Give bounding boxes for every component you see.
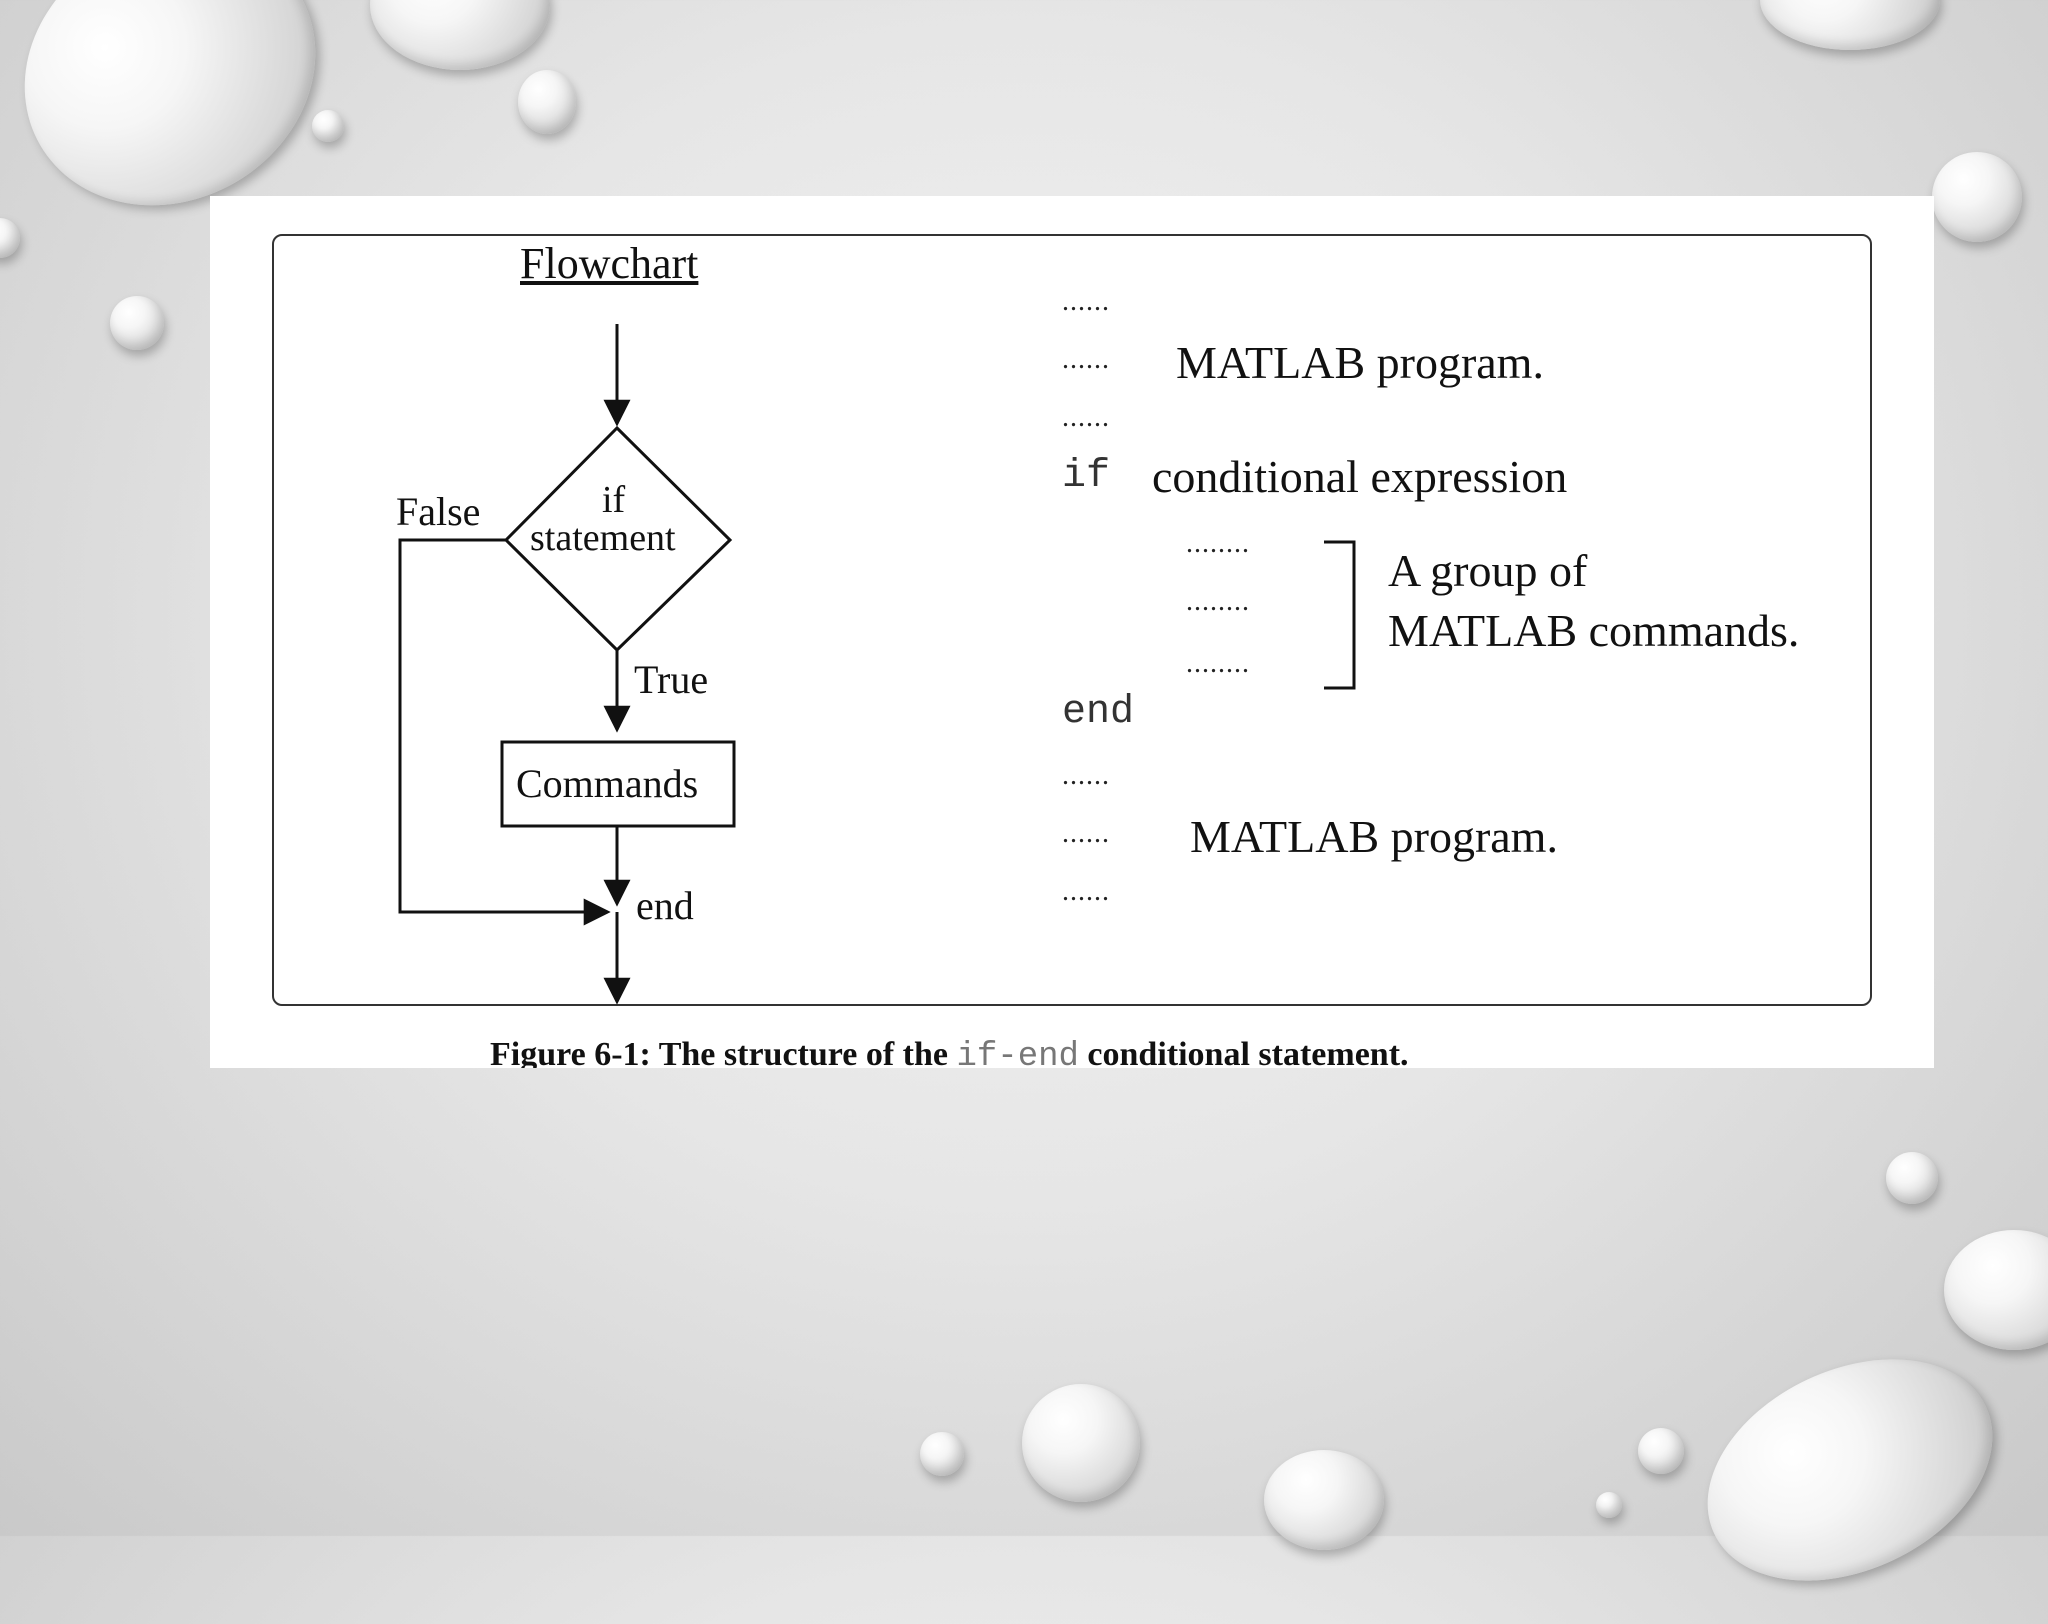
false-path: [398, 538, 611, 926]
decision-label-if: if: [602, 479, 626, 521]
flowchart-title: Flowchart: [520, 239, 699, 288]
group-bracket: [1324, 540, 1356, 690]
water-drop-decoration: [518, 70, 576, 134]
water-drop-decoration: [1264, 1450, 1384, 1550]
end-keyword: end: [1062, 690, 1135, 735]
figure-caption: Figure 6-1: The structure of the if-end …: [490, 1036, 1409, 1068]
water-drop-decoration: [1944, 1230, 2048, 1350]
water-drop-decoration: [1671, 1315, 2029, 1624]
figure-frame: [272, 234, 1872, 1006]
decision-label-statement: statement: [530, 517, 676, 559]
false-label: False: [396, 489, 481, 534]
commands-label: Commands: [516, 761, 699, 806]
group-label-line2: MATLAB commands.: [1388, 605, 1800, 656]
condition-text: conditional expression: [1152, 451, 1568, 502]
water-drop-decoration: [110, 296, 164, 350]
water-drop-decoration: [1596, 1492, 1622, 1518]
water-drop-decoration: [370, 0, 550, 70]
code-dots: ......: [1062, 344, 1110, 375]
program-label-top: MATLAB program.: [1176, 337, 1544, 388]
program-label-bottom: MATLAB program.: [1190, 811, 1558, 862]
water-drop-decoration: [312, 110, 344, 142]
water-drop-decoration: [1886, 1152, 1938, 1204]
code-dots: ......: [1062, 402, 1110, 433]
if-keyword: if: [1062, 454, 1111, 499]
caption-prefix: Figure 6-1: The structure of the: [490, 1036, 957, 1068]
code-dots: ......: [1062, 876, 1110, 907]
end-label: end: [636, 883, 694, 928]
water-drop-decoration: [920, 1432, 964, 1476]
water-drop-decoration: [1022, 1384, 1140, 1502]
caption-suffix: conditional statement.: [1078, 1036, 1409, 1068]
code-dots: ......: [1062, 286, 1110, 317]
code-dots: ......: [1062, 760, 1110, 791]
water-drop-decoration: [0, 218, 20, 258]
flowchart-diagram: [398, 324, 1356, 1005]
code-dots: ........: [1186, 586, 1250, 617]
caption-code: if-end: [956, 1038, 1079, 1068]
water-drop-decoration: [1638, 1428, 1684, 1474]
code-dots: ........: [1186, 528, 1250, 559]
water-drop-decoration: [1760, 0, 1940, 50]
true-label: True: [634, 657, 709, 702]
code-dots: ........: [1186, 648, 1250, 679]
figure-image: Flowchart if statement False True Comman…: [210, 196, 1934, 1068]
group-label-line1: A group of: [1388, 545, 1588, 596]
water-drop-decoration: [1932, 152, 2022, 242]
code-dots: ......: [1062, 818, 1110, 849]
